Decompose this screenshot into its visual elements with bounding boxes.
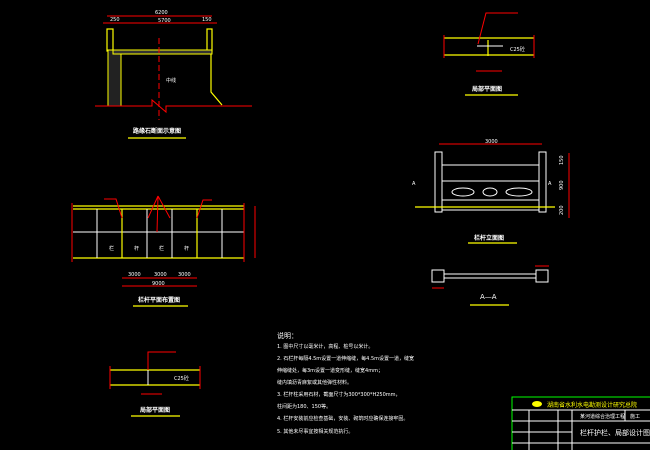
view-title: 局部平面图	[471, 85, 502, 93]
notes-heading: 说明：	[277, 331, 298, 340]
cell-label: 杆	[134, 245, 139, 252]
note-item: 伸缩缝处，每3m设置一道变形缝，缝宽4mm；	[277, 367, 383, 374]
title-block-frame	[511, 396, 650, 450]
note-item: 1. 图中尺寸以毫米计，高程、桩号以米计。	[277, 343, 373, 350]
carving	[505, 187, 533, 197]
dim-label: 150	[202, 17, 212, 23]
leader	[147, 351, 176, 370]
post-section	[535, 269, 549, 283]
dim-label: 3000	[485, 139, 498, 145]
center-label: 中线	[166, 77, 176, 84]
dim-label: 3000	[128, 272, 141, 278]
plan-top: C25砼 局部平面图	[443, 12, 535, 96]
material-label: C25砼	[174, 375, 189, 382]
notes: 说明： 1. 图中尺寸以毫米计，高程、桩号以米计。 2. 石栏杆每隔4.5m设置…	[277, 331, 414, 435]
project-name: 某河道综合治理工程	[580, 413, 625, 420]
view-title: A—A	[480, 293, 497, 301]
dim-label: 150	[559, 155, 565, 165]
title-block: 湖南省水利水电勘测设计研究总院 某河道综合治理工程 施工 栏杆护栏、局部设计图	[511, 396, 650, 450]
dim-label: 250	[110, 17, 120, 23]
railing-plan-strip: 栏 杆 栏 杆 3000 3000 3000 9000 栏杆平面布置图	[71, 195, 256, 307]
section-view: 6200 250 5700 150 中线 路缘石断面示意图	[95, 10, 252, 139]
note-item: 2. 石栏杆每隔4.5m设置一道伸缩缝，每4.5m设置一道，缝宽	[277, 355, 414, 362]
design-stage: 施工	[630, 413, 640, 420]
panel	[441, 164, 540, 211]
section-marker: A	[412, 181, 416, 187]
section-marker: A	[548, 181, 552, 187]
cell-label: 栏	[109, 245, 114, 252]
cell-label: 杆	[184, 245, 189, 252]
pavement-layer	[112, 49, 213, 55]
carving	[451, 187, 475, 197]
dim-label: 5700	[158, 18, 171, 24]
dim-label: 9000	[152, 281, 165, 287]
note-item: 3. 栏杆柱采用石材，截面尺寸为300*300*H250mm，	[277, 391, 401, 398]
view-title: 栏杆平面布置图	[138, 296, 180, 304]
section-aa: A—A	[431, 265, 549, 306]
leader	[477, 12, 518, 45]
drawing-name: 栏杆护栏、局部设计图	[580, 428, 650, 437]
note-item: 4. 栏杆安装前应检查基础，安装、砌筑时应确保连接牢固。	[277, 415, 408, 422]
note-item: 缝内填沥青麻絮或其他弹性材料。	[277, 379, 352, 386]
carving	[482, 187, 498, 197]
post-left	[434, 151, 443, 213]
note-item: 5. 其他未尽事宜按相关规范执行。	[277, 428, 353, 435]
post-right	[538, 151, 547, 213]
view-title: 局部平面图	[139, 406, 170, 414]
company-logo-icon	[532, 401, 542, 407]
view-title: 栏杆立面图	[474, 234, 504, 242]
retaining-wall	[107, 49, 122, 107]
plan-bottom: C25砼 局部平面图	[109, 351, 201, 417]
post-section	[431, 269, 445, 283]
cell-label: 栏	[159, 245, 164, 252]
material-label: C25砼	[510, 46, 525, 53]
leaders	[104, 195, 212, 233]
dim-label: 900	[559, 180, 565, 190]
company-name: 湖南省水利水电勘测设计研究总院	[547, 401, 637, 409]
railing-elevation: 3000 150 900 200 A A 栏杆立面图	[412, 139, 570, 244]
dim-label: 3000	[154, 272, 167, 278]
view-title: 路缘石断面示意图	[133, 127, 181, 135]
dim-label: 200	[559, 205, 565, 215]
dim-label: 3000	[178, 272, 191, 278]
slope-line	[210, 54, 223, 106]
note-item: 柱间距为180、150等。	[277, 403, 331, 410]
rail-section	[443, 273, 537, 279]
right-curb	[206, 28, 213, 52]
left-curb	[106, 28, 114, 52]
dim-label: 6200	[155, 10, 168, 16]
